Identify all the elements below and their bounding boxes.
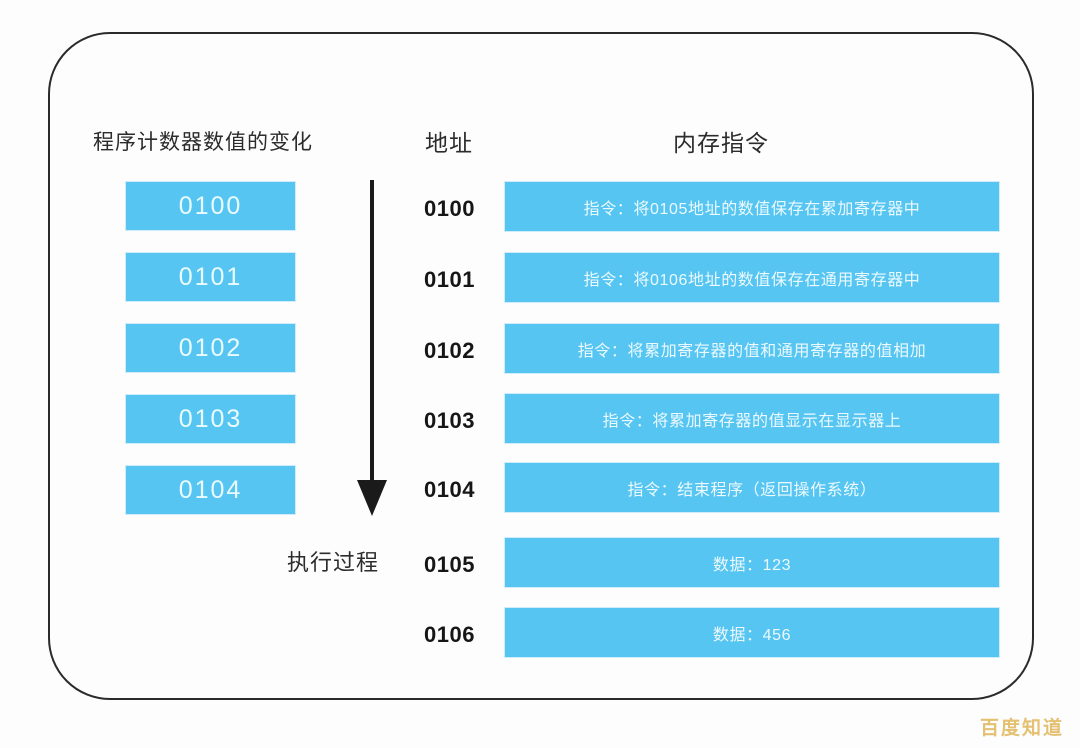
execution-process-label: 执行过程 (287, 550, 380, 575)
program-counter-box: 0104 (126, 466, 295, 514)
program-counter-box: 0100 (126, 182, 295, 230)
program-counter-box: 0101 (126, 253, 295, 301)
address-label: 0103 (424, 408, 475, 433)
memory-data-bar: 数据：123 (505, 538, 999, 587)
program-counter-box: 0102 (126, 324, 295, 372)
memory-instruction-bar: 指令：将0105地址的数值保存在累加寄存器中 (505, 182, 999, 231)
address-label: 0106 (424, 622, 475, 647)
memory-data-bar: 数据：456 (505, 608, 999, 657)
memory-instruction-bar: 指令：将累加寄存器的值和通用寄存器的值相加 (505, 324, 999, 373)
address-label: 0104 (424, 477, 475, 502)
program-counter-box: 0103 (126, 395, 295, 443)
memory-instruction-bar: 指令：将累加寄存器的值显示在显示器上 (505, 394, 999, 443)
column-header-program-counter: 程序计数器数值的变化 (93, 131, 313, 154)
address-label: 0101 (424, 267, 475, 292)
watermark: 百度知道 (979, 718, 1064, 739)
memory-instruction-bar: 指令：结束程序（返回操作系统） (505, 463, 999, 512)
down-arrow-icon (357, 180, 387, 516)
memory-instruction-bar: 指令：将0106地址的数值保存在通用寄存器中 (505, 253, 999, 302)
address-label: 0102 (424, 338, 475, 363)
column-header-address: 地址 (425, 130, 473, 156)
address-label: 0100 (424, 196, 475, 221)
address-label: 0105 (424, 552, 475, 577)
column-header-memory-instruction: 内存指令 (673, 130, 769, 156)
